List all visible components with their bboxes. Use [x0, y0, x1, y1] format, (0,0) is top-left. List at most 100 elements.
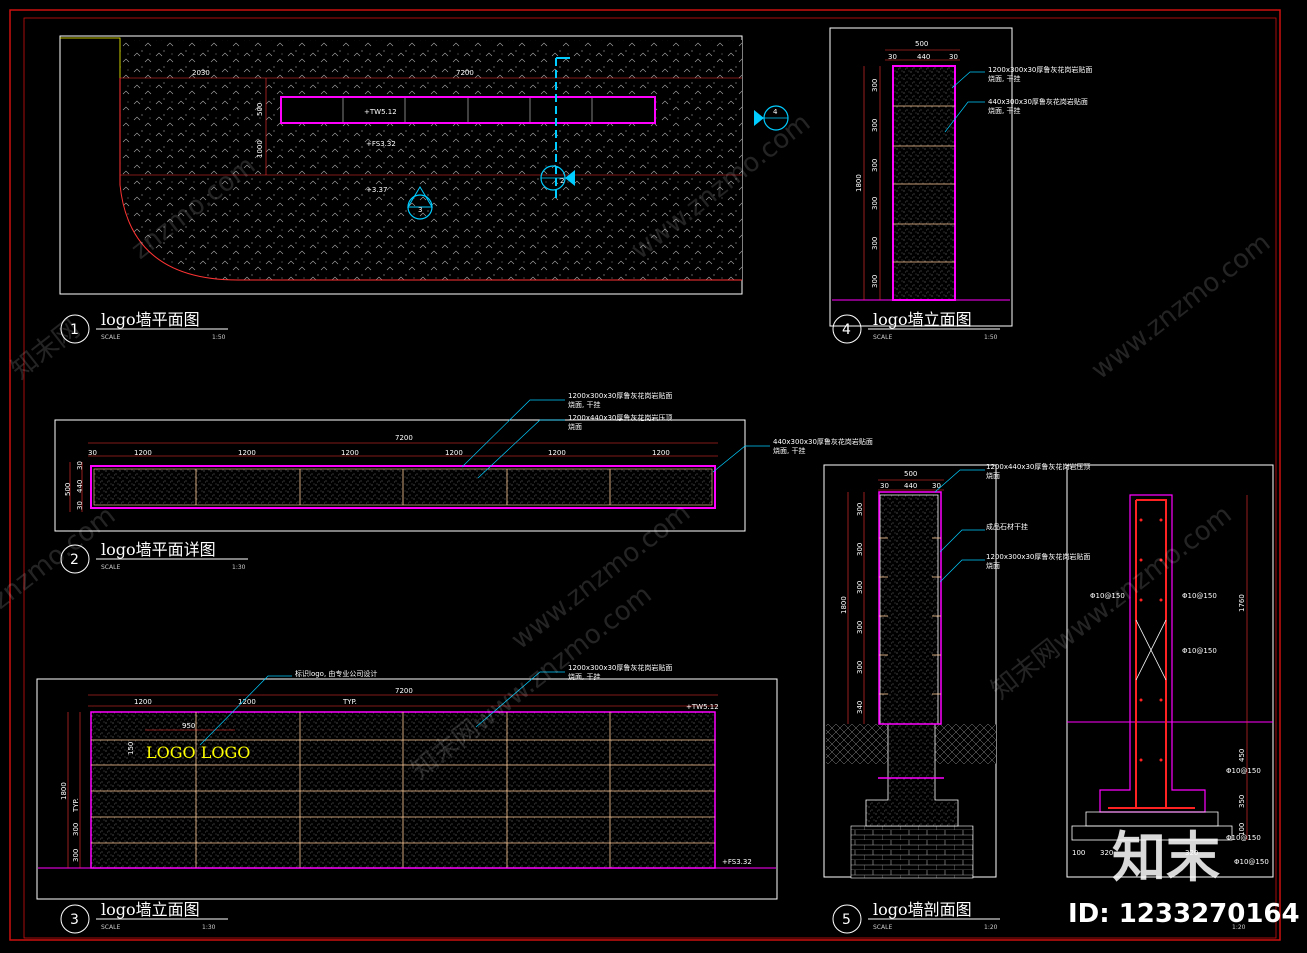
v5-row-1: 300 — [856, 543, 864, 556]
view5-title: logo墙剖面图 — [873, 900, 972, 919]
v3-h-typ: TYP. — [72, 798, 80, 813]
v2-total: 7200 — [395, 434, 413, 442]
v5-note-4: 烧面 — [986, 561, 1000, 570]
v3-note-1: 1200x300x30厚鲁灰花岗岩贴面 — [568, 663, 672, 672]
v3-h-300a: 300 — [72, 823, 80, 836]
view5-number: 5 — [842, 912, 851, 928]
view2-plan-detail: 7200 30 1200 1200 1200 1200 1200 1200 50… — [54, 391, 873, 532]
v4-row-5: 300 — [871, 275, 879, 288]
view4-elevation: 500 30 440 30 1800 300 300 300 300 300 3… — [829, 27, 1092, 327]
section-marker-2 — [540, 165, 575, 191]
v2-seg-1: 1200 — [238, 449, 256, 457]
v3-level-tw: +TW5.12 — [686, 703, 719, 711]
v4-note-3: 烧面, 干挂 — [988, 106, 1020, 115]
v2-side-total: 500 — [64, 483, 72, 496]
v5-rebar-4: Φ10@150 — [1226, 834, 1261, 842]
level-337: +3.37 — [366, 186, 387, 194]
v5-rdim-0: 1760 — [1238, 594, 1246, 612]
v5-note-1: 烧面 — [986, 471, 1000, 480]
v4-note-2: 440x300x30厚鲁灰花岗岩贴面 — [988, 97, 1088, 106]
v2-side-b: 440 — [76, 480, 84, 493]
marker-label-3: 3 — [418, 206, 422, 214]
drawing-frame — [9, 9, 1281, 941]
v4-row-3: 300 — [871, 197, 879, 210]
v5-dim-top: 500 — [904, 470, 917, 478]
v2-note-5: 烧面, 干挂 — [773, 446, 805, 455]
v4-dim-a: 30 — [888, 53, 897, 61]
view4-scale: 1:50 — [984, 334, 998, 341]
view1-title-block: 1 logo墙平面图 SCALE 1:50 — [60, 310, 228, 344]
view5-section: 500 30 440 30 1800 300 300 300 300 300 3… — [823, 462, 1090, 879]
v5-rdim-3: 100 — [1238, 823, 1246, 836]
view5-rebar-detail: 1760 450 350 100 100 320 320 Φ10@150 Φ10… — [1066, 464, 1274, 931]
level-fs: +FS3.32 — [366, 140, 396, 148]
watermark-3: 知末网 — [6, 314, 86, 386]
v2-seg-3: 1200 — [445, 449, 463, 457]
v2-seg-5: 1200 — [652, 449, 670, 457]
view1-plan: 2 3 4 2030 7200 500 1000 +TW5.12 +FS3.32… — [59, 35, 789, 295]
v5-rebar-2: Φ10@150 — [1182, 647, 1217, 655]
dim-7200: 7200 — [456, 69, 474, 77]
view3-number: 3 — [70, 912, 79, 928]
v4-note-1: 烧面, 干挂 — [988, 74, 1020, 83]
v2-note-4: 440x300x30厚鲁灰花岗岩贴面 — [773, 437, 873, 446]
v2-side-a: 30 — [76, 461, 84, 470]
view4-title: logo墙立面图 — [873, 310, 972, 329]
view1-number: 1 — [70, 322, 79, 338]
v5-rdim-6: 320 — [1185, 849, 1198, 857]
v5-rebar-1: Φ10@150 — [1182, 592, 1217, 600]
v5-row-2: 300 — [856, 581, 864, 594]
view3-title-block: 3 logo墙立面图 SCALE 1:30 — [60, 900, 228, 934]
brand-logo: 知末 — [1112, 826, 1220, 889]
view3-title: logo墙立面图 — [101, 900, 200, 919]
v4-dim-top: 500 — [915, 40, 928, 48]
v5-note-2: 成品石材干挂 — [986, 522, 1028, 531]
v5-total-h: 1800 — [840, 596, 848, 614]
v5-dim-b: 440 — [904, 482, 917, 490]
v3-level-fs: +FS3.32 — [722, 858, 752, 866]
v5-scale2: 1:20 — [1232, 924, 1246, 931]
v4-note-0: 1200x300x30厚鲁灰花岗岩贴面 — [988, 65, 1092, 74]
v3-total: 7200 — [395, 687, 413, 695]
v5-row-3: 300 — [856, 621, 864, 634]
v2-seg-2: 1200 — [341, 449, 359, 457]
v5-row-0: 300 — [856, 503, 864, 516]
section-marker-4 — [754, 105, 789, 131]
view2-scale: 1:30 — [232, 564, 246, 571]
section-marker-3 — [407, 186, 433, 220]
v5-rebar-0: Φ10@150 — [1090, 592, 1125, 600]
v4-row-2: 300 — [871, 159, 879, 172]
view5-scale-label: SCALE — [873, 924, 892, 931]
v4-row-4: 300 — [871, 237, 879, 250]
id-label: ID: 1233270164 — [1068, 899, 1300, 929]
v2-note-3: 烧面 — [568, 422, 582, 431]
marker-label-4: 4 — [773, 108, 778, 116]
view2-title-block: 2 logo墙平面详图 SCALE 1:30 — [60, 540, 248, 574]
view3-elevation: 7200 1200 1200 TYP. 950 150 LOGO LOGO 18… — [36, 663, 778, 900]
marker-label-2: 2 — [560, 177, 564, 185]
v2-note-0: 1200x300x30厚鲁灰花岗岩贴面 — [568, 391, 672, 400]
view4-number: 4 — [842, 322, 851, 338]
v3-logo-height: 150 — [127, 742, 135, 755]
view3-scale-label: SCALE — [101, 924, 120, 931]
v4-total-h: 1800 — [855, 174, 863, 192]
v4-dim-c: 30 — [949, 53, 958, 61]
v2-seg-4: 1200 — [548, 449, 566, 457]
v5-rebar-5: Φ10@150 — [1234, 858, 1269, 866]
v5-rdim-1: 450 — [1238, 749, 1246, 762]
v4-row-1: 300 — [871, 119, 879, 132]
v4-dim-b: 440 — [917, 53, 930, 61]
v3-seg-2: TYP. — [342, 698, 357, 706]
v5-dim-a: 30 — [880, 482, 889, 490]
view2-number: 2 — [70, 552, 79, 568]
v2-note-2: 1200x440x30厚鲁灰花岗岩压顶 — [568, 413, 672, 422]
v2-side-c: 30 — [76, 501, 84, 510]
view1-scale-label: SCALE — [101, 334, 120, 341]
v5-note-3: 1200x300x30厚鲁灰花岗岩贴面 — [986, 552, 1090, 561]
v3-h-300b: 300 — [72, 849, 80, 862]
view4-title-block: 4 logo墙立面图 SCALE 1:50 — [832, 310, 1000, 344]
watermark-4: www.znzmo.com — [1086, 228, 1276, 386]
dim-2030: 2030 — [192, 69, 210, 77]
v5-dim-c: 30 — [932, 482, 941, 490]
view1-scale: 1:50 — [212, 334, 226, 341]
